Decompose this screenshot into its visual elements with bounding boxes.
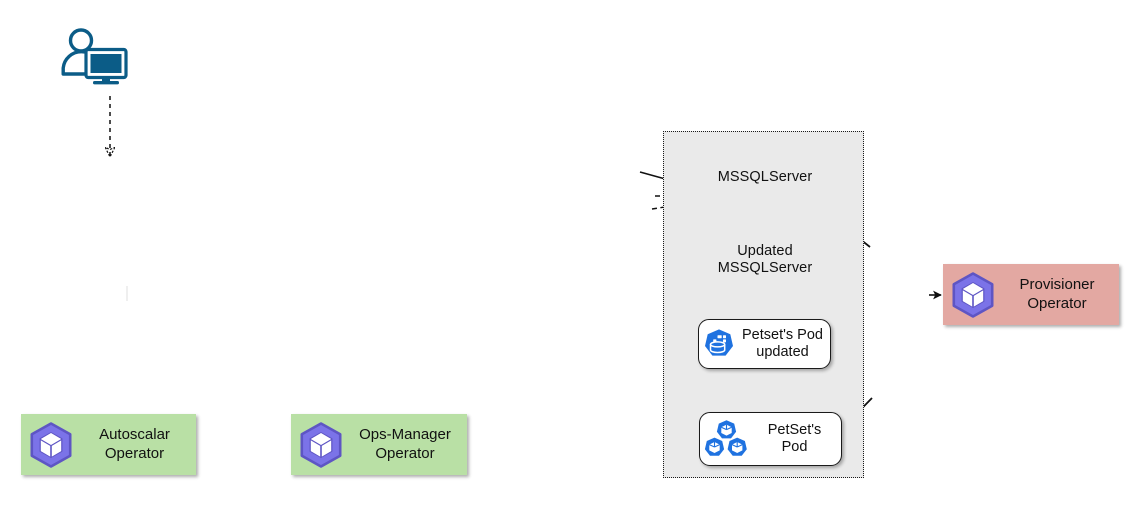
node-petset-pod-label: PetSet's Pod (767, 422, 822, 455)
node-petset-pod[interactable]: PetSet's Pod (699, 412, 842, 466)
node-petset-pod-updated-label: Petset's Pod updated (742, 327, 823, 360)
operator-ops-manager-label: Ops-Manager Operator (359, 426, 451, 462)
operator-autoscalar[interactable]: Autoscalar Operator (21, 414, 196, 475)
label-updated-mssqlserver: Updated MSSQLServer (717, 243, 813, 276)
operator-cube-icon (944, 271, 1002, 319)
statefulset-icon (699, 328, 739, 360)
label-mssqlserver: MSSQLServer (717, 169, 813, 185)
pods-icon (700, 419, 752, 459)
operator-provisioner[interactable]: Provisioner Operator (943, 264, 1119, 325)
operator-cube-icon (292, 421, 350, 469)
operator-provisioner-label: Provisioner Operator (1019, 276, 1095, 312)
stray-tick-mark (126, 286, 128, 301)
user-with-monitor-icon (60, 28, 130, 86)
operator-ops-manager[interactable]: Ops-Manager Operator (291, 414, 467, 475)
operator-autoscalar-label: Autoscalar Operator (99, 426, 170, 462)
node-petset-pod-updated[interactable]: Petset's Pod updated (698, 319, 831, 369)
operator-cube-icon (22, 421, 80, 469)
